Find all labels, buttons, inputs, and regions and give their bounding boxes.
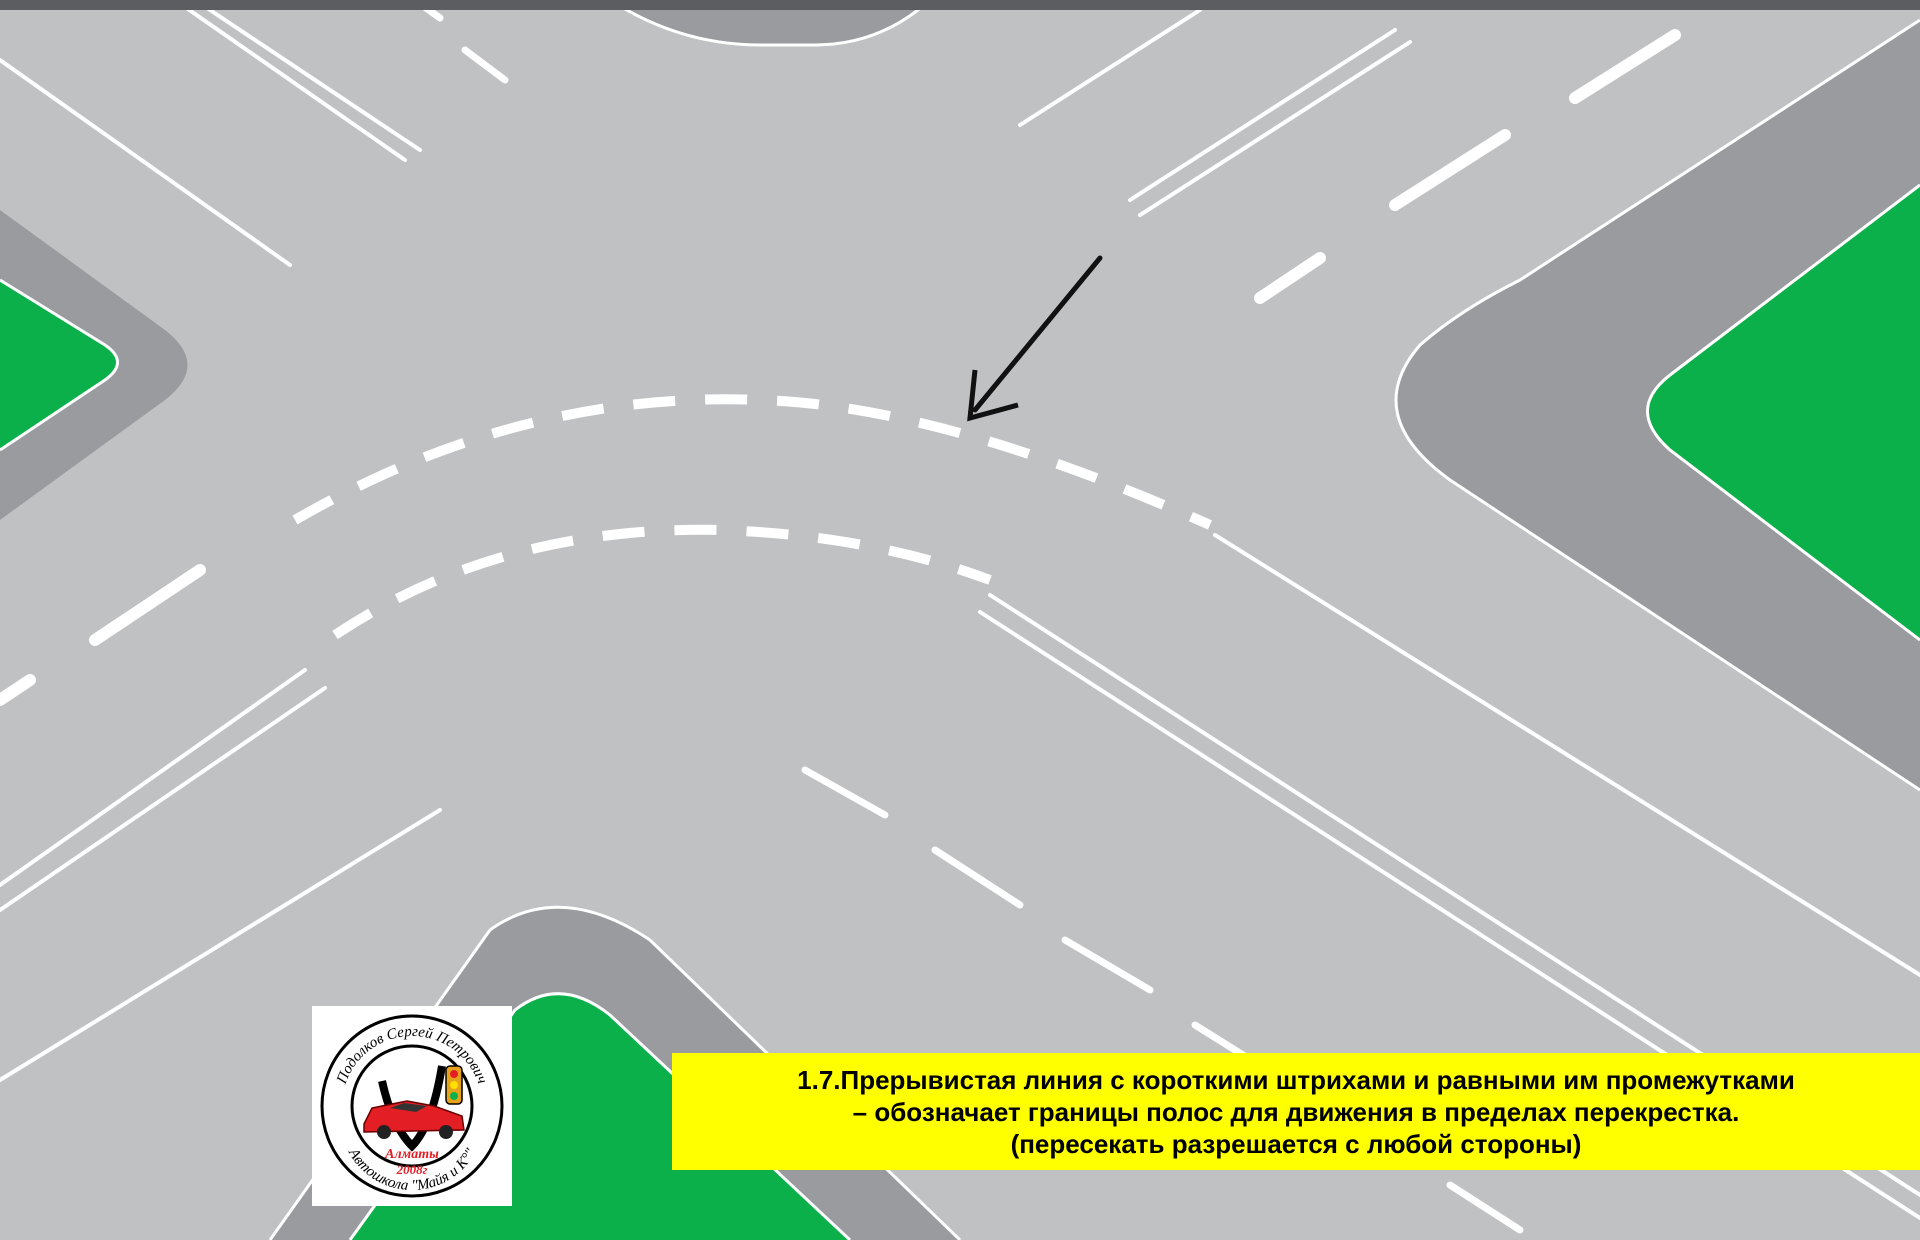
- solid-lines-upper-right: [1018, 8, 1412, 217]
- logo-city: Алматы: [384, 1147, 439, 1162]
- school-logo: Подолков Сергей Петрович Автошкола "Майя…: [312, 1006, 512, 1206]
- grass-left: [0, 280, 118, 450]
- caption-line-2: – обозначает границы полос для движения …: [852, 1096, 1740, 1127]
- curb-top: [610, 0, 930, 45]
- solid-lines-upper-left: [0, 0, 422, 267]
- dashes-lower-left: [0, 564, 206, 706]
- caption-box: 1.7.Прерывистая линия с короткими штриха…: [672, 1053, 1920, 1170]
- caption-line-3: (пересекать разрешается с любой стороны): [1010, 1128, 1582, 1159]
- dashes-upper-right: [1254, 29, 1681, 304]
- pointer-arrow-icon: [967, 255, 1103, 422]
- traffic-light-icon: [445, 1065, 463, 1105]
- top-bar: [0, 0, 1920, 10]
- guide-line-lower: [332, 524, 992, 640]
- logo-year: 2008г: [396, 1162, 428, 1177]
- caption-line-1: 1.7.Прерывистая линия с короткими штриха…: [797, 1064, 1795, 1095]
- car-icon: [363, 1100, 465, 1139]
- solid-lines-lower-left: [0, 668, 442, 1082]
- grass-right: [1647, 185, 1920, 640]
- guide-line-upper: [292, 394, 1213, 530]
